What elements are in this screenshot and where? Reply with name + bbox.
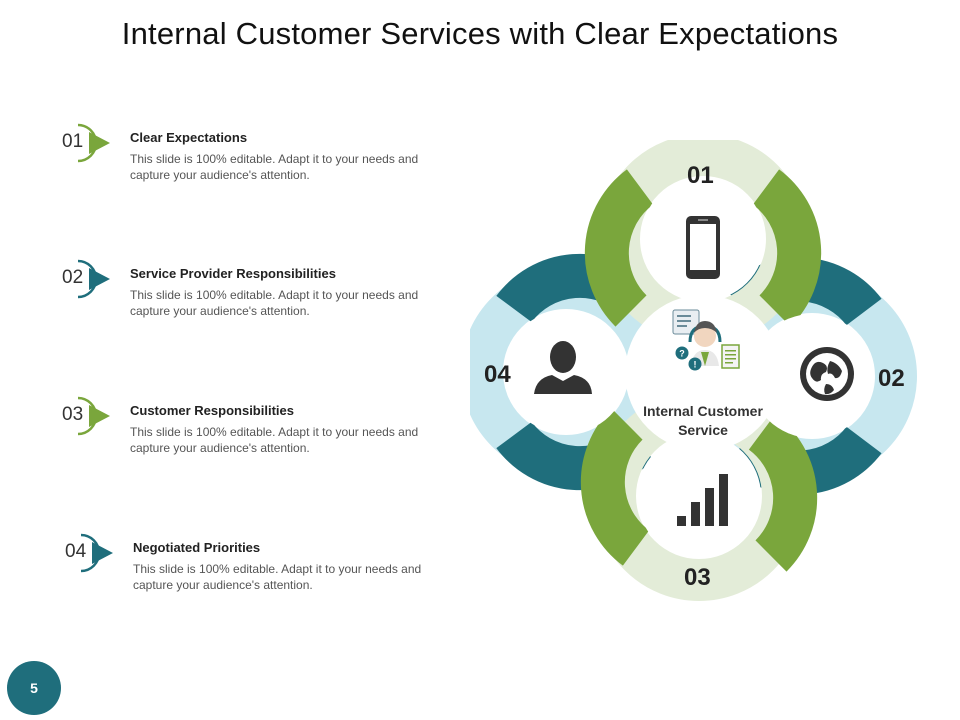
item-number: 04	[65, 541, 87, 562]
smartphone-icon	[686, 216, 720, 279]
support-agent-icon: ? !	[672, 309, 740, 371]
user-icon	[534, 341, 592, 394]
item-number: 01	[62, 131, 84, 152]
cycle-rings: ? !	[470, 140, 917, 601]
item-description: This slide is 100% editable. Adapt it to…	[133, 562, 422, 592]
slide-title: Internal Customer Services with Clear Ex…	[121, 16, 839, 51]
node-number-02: 02	[878, 365, 905, 392]
item-heading: Clear Expectations	[130, 130, 248, 145]
center-label: Internal Customer Service	[643, 403, 763, 438]
arrow-marker-icon	[77, 259, 110, 299]
service-cycle-diagram: ? ! 01 02 03 04 Internal Customer Servic…	[470, 140, 930, 610]
node-number-03: 03	[684, 564, 711, 591]
item-number: 02	[62, 267, 84, 288]
item-description: This slide is 100% editable. Adapt it to…	[130, 152, 419, 182]
page-number-badge: 5	[7, 661, 61, 715]
svg-text:?: ?	[679, 349, 685, 359]
list-item-1: 01 Clear Expectations This slide is 100%…	[58, 122, 458, 202]
globe-icon	[800, 347, 854, 401]
svg-text:!: !	[694, 360, 697, 370]
item-number: 03	[62, 404, 84, 425]
item-heading: Customer Responsibilities	[130, 403, 294, 418]
item-heading: Service Provider Responsibilities	[130, 266, 336, 281]
node-number-04: 04	[484, 361, 511, 388]
list-item-2: 02 Service Provider Responsibilities Thi…	[58, 258, 458, 338]
arrow-marker-icon	[77, 396, 110, 436]
list-item-3: 03 Customer Responsibilities This slide …	[58, 395, 458, 475]
arrow-marker-icon	[80, 533, 113, 573]
arrow-marker-icon	[77, 123, 110, 163]
node-number-01: 01	[687, 162, 714, 189]
item-description: This slide is 100% editable. Adapt it to…	[130, 425, 419, 455]
item-description: This slide is 100% editable. Adapt it to…	[130, 288, 419, 318]
bar-chart-icon	[677, 474, 728, 526]
list-item-4: 04 Negotiated Priorities This slide is 1…	[61, 532, 461, 612]
item-heading: Negotiated Priorities	[133, 540, 261, 555]
